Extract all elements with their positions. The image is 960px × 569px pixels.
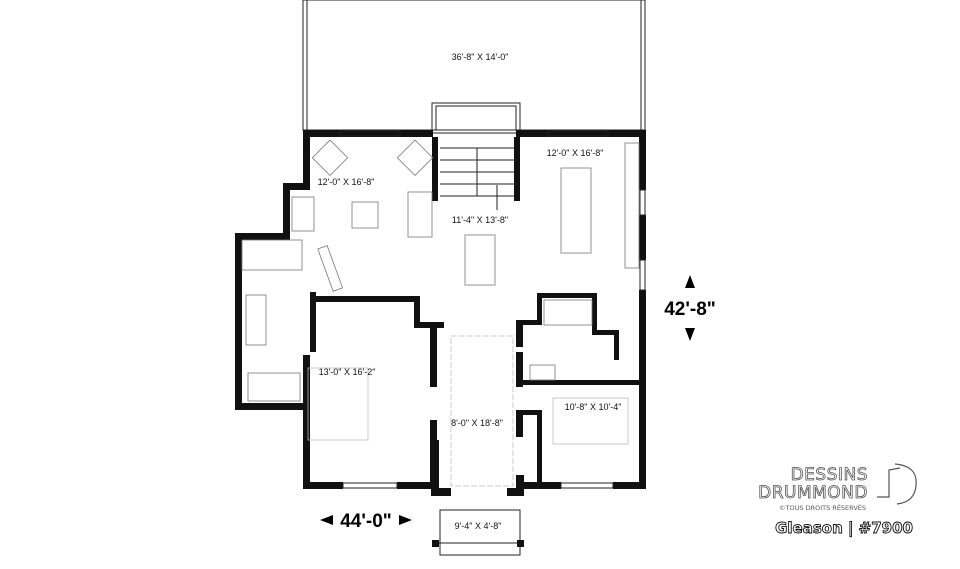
room-label-bedroom2: 10'-8" X 10'-4" [565, 402, 622, 412]
furniture [241, 139, 640, 556]
deck [302, 0, 646, 131]
room-label-deck: 36'-8" X 14'-0" [452, 52, 509, 62]
stairs [440, 147, 514, 210]
stair-landing [431, 102, 521, 134]
brand-logo: DESSINS DRUMMOND ©TOUS DROITS RÉSERVÉS [758, 463, 917, 512]
arrow-left-icon [320, 515, 333, 525]
interior-walls [310, 137, 646, 485]
room-label-master-bedroom: 13'-0" X 16'-2" [319, 367, 376, 377]
logo-mark-icon [877, 463, 917, 505]
room-label-kitchen: 12'-0" X 16'-8" [547, 148, 604, 158]
depth-dimension: 42'-8" [664, 275, 716, 341]
width-label: 44'-0" [340, 511, 392, 532]
arrow-right-icon [399, 515, 412, 525]
plan-name: Gleason | #7900 [775, 519, 913, 538]
logo-line1: DESSINS [791, 465, 868, 485]
windows [339, 130, 646, 489]
room-label-hall: 8'-0" X 18'-8" [451, 418, 503, 428]
depth-label: 42'-8" [664, 299, 716, 320]
room-label-living: 12'-0" X 16'-8" [318, 177, 375, 187]
arrow-down-icon [685, 328, 695, 341]
exterior-walls [235, 130, 646, 496]
logo-line2: DRUMMOND [758, 483, 868, 503]
copyright: ©TOUS DROITS RÉSERVÉS [779, 503, 866, 512]
room-label-dining: 11'-4" X 13'-8" [452, 215, 508, 225]
room-label-porch: 9'-4" X 4'-8" [455, 521, 502, 531]
width-dimension: 44'-0" [320, 511, 412, 532]
arrow-up-icon [685, 275, 695, 288]
